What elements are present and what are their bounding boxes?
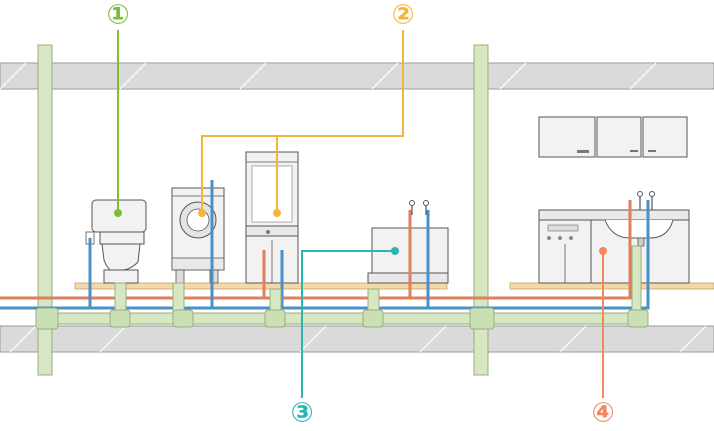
leader-dot-4 [599,247,607,255]
cold-water-pipe [0,180,650,310]
washing-machine-icon [171,182,225,284]
vertical-riser-middle [473,44,489,376]
hot-water-pipe [0,200,632,300]
label-2: ② [392,0,415,31]
ceiling-slab [0,62,714,90]
label-4: ④ [592,398,615,429]
kitchen-sink-icon [538,191,690,284]
leader-dot-3 [391,247,399,255]
vanity-icon [245,151,299,284]
floor-slab [0,325,714,353]
leader-line-2 [201,30,404,213]
leader-dot-2a [198,209,206,217]
label-3: ③ [291,398,314,429]
drain-pipe [35,245,649,330]
floor-board [74,282,714,290]
vertical-riser-left [37,44,53,376]
leader-dot-1 [114,209,122,217]
leader-line-3 [301,250,395,398]
cabinet-icon [538,116,688,158]
bathtub-icon [367,200,449,284]
label-1: ① [107,0,130,31]
leader-dot-2b [273,209,281,217]
